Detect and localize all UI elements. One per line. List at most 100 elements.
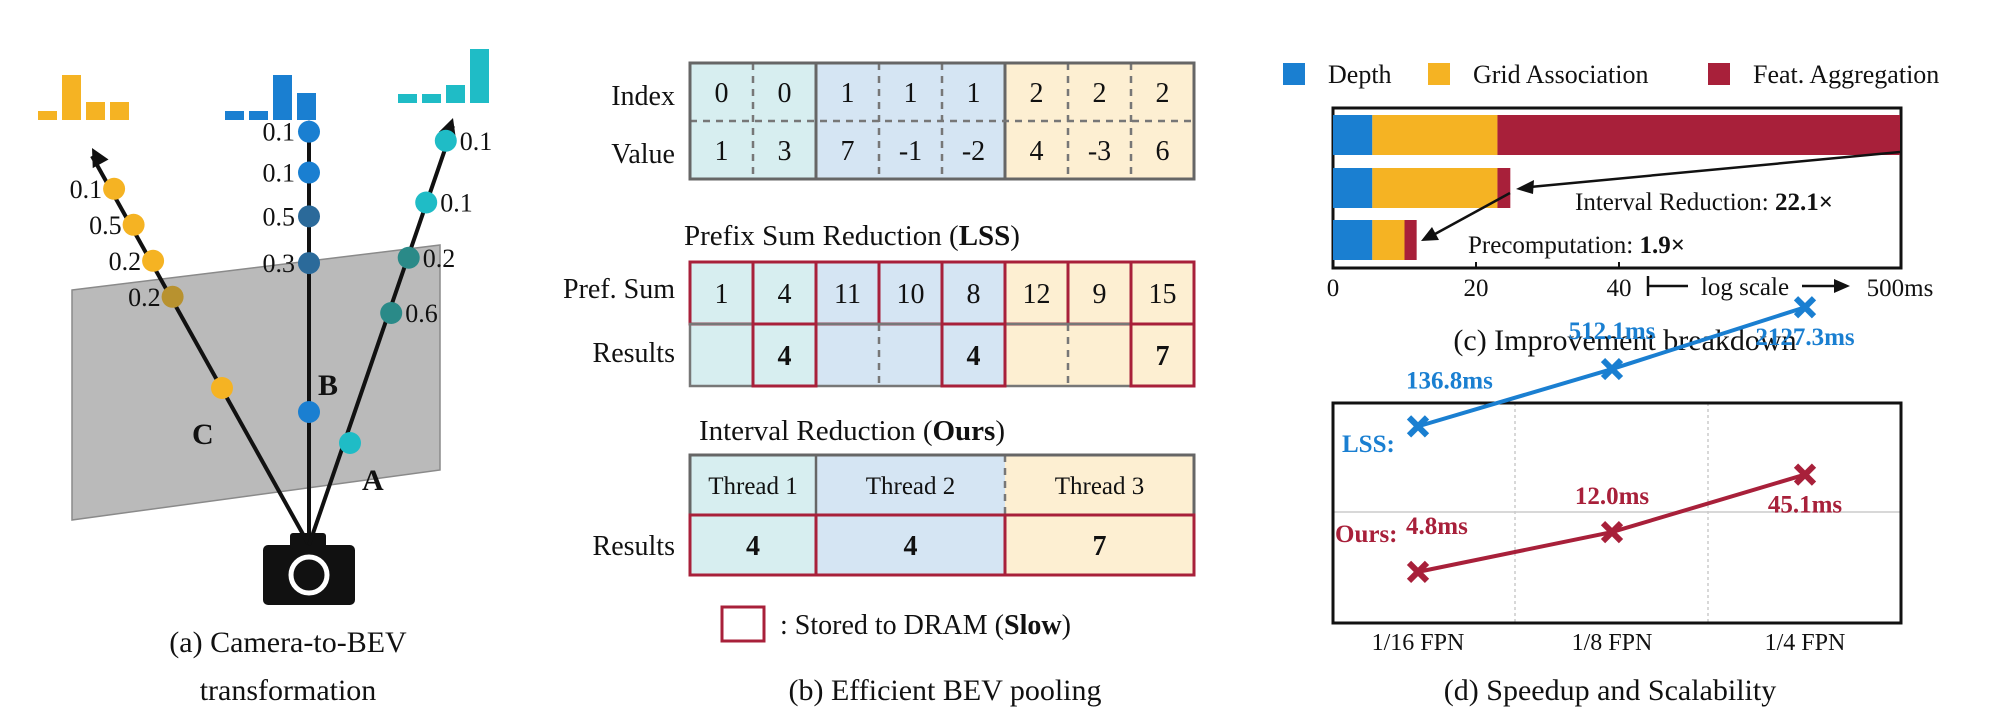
interval-results-row-label: Results	[593, 531, 675, 562]
ray-c-near-dot	[211, 377, 233, 399]
series-marker	[1793, 296, 1817, 319]
breakdown-bar-segment	[1497, 115, 1900, 155]
ray-c-prob-label: 0.5	[89, 211, 122, 240]
series-data-label: 45.1ms	[1768, 492, 1843, 519]
thread-label: Thread 2	[866, 473, 956, 500]
histogram-b-bar	[225, 111, 244, 120]
dram-legend-text: : Stored to DRAM (Slow)	[780, 610, 1071, 641]
interval-title: Interval Reduction (Ours)	[699, 415, 1005, 447]
scalability-tick-label: 1/4 FPN	[1765, 630, 1846, 656]
ray-b-depth-dot	[298, 120, 320, 143]
ray-a-prob-label: 0.6	[405, 299, 438, 328]
prefix-cell-text: 9	[1093, 279, 1107, 310]
breakdown-bar-segment	[1333, 168, 1373, 208]
ray-b-prob-label: 0.1	[263, 159, 296, 188]
index-value-cell-bg	[1131, 121, 1194, 179]
series-marker-stroke	[1406, 415, 1430, 438]
series-marker-stroke	[1793, 296, 1817, 319]
log-scale-label: log scale	[1701, 274, 1789, 301]
ray-b-prob-label: 0.5	[263, 202, 296, 231]
histogram-b-bar	[273, 75, 292, 120]
index-value-cell-text: 1	[967, 78, 981, 109]
index-value-cell-text: 0	[778, 78, 792, 109]
prefix-cell-text: 1	[715, 279, 729, 310]
breakdown-tick-label: 20	[1464, 275, 1489, 302]
prefix-cell-bg	[816, 324, 879, 386]
prefix-cell-bg	[753, 324, 816, 386]
prefix-cell-bg	[942, 324, 1005, 386]
index-value-cell-bg	[1005, 121, 1068, 179]
series-marker	[1406, 560, 1430, 583]
index-value-cell-bg	[690, 63, 753, 121]
histogram-c-bar	[110, 102, 129, 120]
legend-swatch	[1428, 63, 1450, 85]
scalability-plot-frame	[1331, 401, 1903, 625]
index-value-cell-text: 2	[1030, 78, 1044, 109]
index-value-cell-text: 1	[715, 136, 729, 167]
index-value-cell-bg	[1005, 63, 1068, 121]
prefix-cell-bg	[879, 262, 942, 324]
breakdown-bar-segment	[1333, 220, 1373, 260]
interval-result-cell-bg	[1005, 515, 1194, 575]
prefix-results-row-label: Results	[593, 338, 675, 369]
thread-cell-bg	[690, 455, 816, 515]
breakdown-bar-segment	[1372, 220, 1405, 260]
breakdown-end-label: 500ms	[1867, 275, 1934, 302]
series-marker	[1600, 357, 1624, 381]
histogram-c-bar	[86, 102, 105, 120]
histogram-a-bar	[398, 94, 417, 103]
index-value-cell-bg	[1131, 63, 1194, 121]
index-value-cell-text: 2	[1093, 78, 1107, 109]
prefix-cell-bg	[1068, 324, 1131, 386]
ray-c-depth-dot	[161, 285, 184, 308]
histogram-a-bar	[422, 94, 441, 103]
breakdown-bar-segment	[1333, 115, 1373, 155]
ray-group: 0.10.50.20.20.10.10.50.30.10.10.20.6	[70, 118, 492, 546]
legend-swatch	[1708, 63, 1730, 85]
histogram-a-bar	[470, 49, 489, 103]
interval-result-cell-bg	[816, 515, 1005, 575]
ray-b-prob-label: 0.1	[263, 118, 296, 147]
index-value-cell-text: 4	[1030, 136, 1044, 167]
histogram-c-bar	[62, 75, 81, 120]
pref-sum-row-label: Pref. Sum	[563, 274, 675, 305]
ours-series-label: Ours:	[1335, 521, 1398, 548]
series-data-label: 2127.3ms	[1755, 324, 1855, 351]
breakdown-bar-segment	[1497, 168, 1511, 208]
breakdown-tick-label: 0	[1327, 275, 1340, 302]
prefix-cell-bg	[1068, 262, 1131, 324]
series-marker	[1793, 463, 1817, 486]
prefix-cell-text: 7	[1156, 341, 1170, 372]
prefix-cell-bg	[690, 324, 753, 386]
prefix-cell-bg	[1005, 262, 1068, 324]
prefix-cell-text: 4	[778, 341, 792, 372]
index-value-cell-bg	[1068, 63, 1131, 121]
index-value-cell-bg	[816, 63, 879, 121]
legend-label: Grid Association	[1473, 60, 1649, 89]
precompute-arrow-line	[1434, 191, 1511, 236]
histogram-c-bar	[38, 111, 57, 120]
ray-b-near-dot	[298, 401, 320, 423]
ray-a-depth-dot	[380, 302, 403, 324]
ray-a-depth-dot	[434, 129, 457, 152]
interval-arrow-line	[1529, 150, 1901, 189]
index-value-cell-text: -1	[899, 136, 922, 167]
index-value-cell-text: -3	[1088, 136, 1111, 167]
index-value-cell-bg	[879, 63, 942, 121]
prefix-cell-bg	[1005, 324, 1068, 386]
prefix-cell-text: 4	[967, 341, 981, 372]
ray-a-depth-dot	[397, 246, 420, 269]
scalability-gridlines	[1333, 403, 1901, 623]
index-row-label: Index	[611, 81, 675, 112]
index-value-cell-bg	[753, 121, 816, 179]
prefix-cell-bg	[879, 324, 942, 386]
scalability-tick-label: 1/8 FPN	[1572, 630, 1653, 656]
index-value-cell-bg	[816, 121, 879, 179]
